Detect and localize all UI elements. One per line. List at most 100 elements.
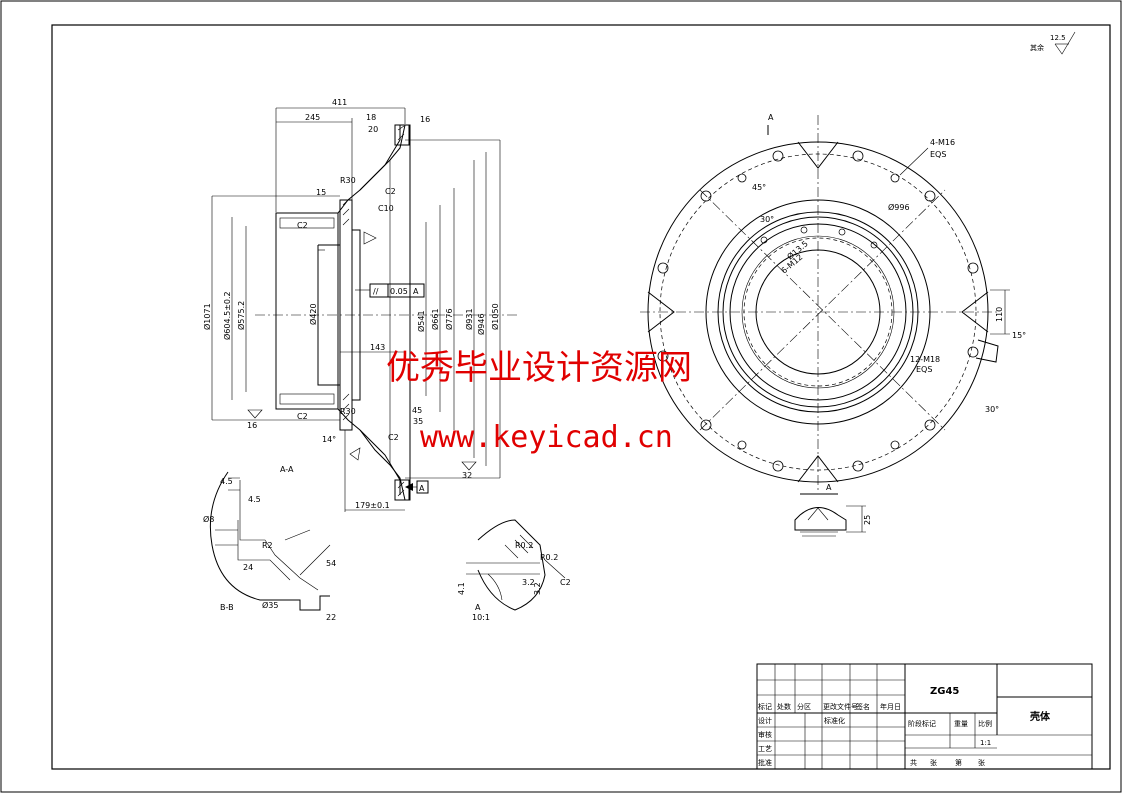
dim-d1050: Ø1050 [490,303,500,330]
callout-30b: 30° [985,405,999,414]
dim-245: 245 [305,113,320,122]
detail-a: 3.2 R0.2 R0.2 C2 4.1 3.2 A 10:1 [457,519,571,622]
svg-text:年月日: 年月日 [880,702,901,711]
svg-text:54: 54 [326,559,336,568]
finish-value: 12.5 [1050,34,1066,42]
svg-text:3.2: 3.2 [522,578,535,587]
callout-eqs2: EQS [916,365,932,374]
callout-25: 25 [863,515,872,525]
dim-c10: C10 [378,204,394,213]
svg-text:22: 22 [326,613,336,622]
part-name: 壳体 [1029,710,1051,723]
dim-c2-a: C2 [385,187,396,196]
svg-text:R0.2: R0.2 [540,553,558,562]
svg-text://: // [373,287,379,296]
svg-text:3.2: 3.2 [533,582,542,595]
watermark-url: www.keyicad.cn [420,420,673,455]
dim-411: 411 [332,98,347,107]
callout-12m18: 12-M18 [910,355,940,364]
svg-text:4.5: 4.5 [220,477,233,486]
dim-179: 179±0.1 [355,501,390,510]
dim-c2-d: C2 [388,433,399,442]
svg-text:张: 张 [930,758,937,767]
callout-d996: Ø996 [888,202,910,212]
svg-text:重量: 重量 [954,720,968,728]
svg-text:C2: C2 [560,578,571,587]
material: ZG45 [930,686,959,697]
watermark-cn: 优秀毕业设计资源网 [386,348,692,388]
svg-text:共: 共 [910,758,917,767]
svg-text:更改文件号: 更改文件号 [823,702,858,711]
svg-text:4.1: 4.1 [457,582,466,595]
dim-r30: R30 [340,176,356,185]
svg-text:R0.2: R0.2 [515,541,533,550]
section-mark-bottom: A [826,483,832,492]
dim-15: 15 [316,188,326,197]
dim-d604: Ø604.5±0.2 [222,291,232,340]
svg-text:标准化: 标准化 [824,716,845,725]
detail-b-b: A-A 4.5 4.5 24 Ø8 R2 54 22 Ø35 B-B [203,465,336,622]
svg-text:Ø35: Ø35 [262,600,278,610]
dim-16: 16 [420,115,430,124]
dim-45: 45 [412,406,422,415]
svg-text:A: A [419,484,425,493]
section-mark-top: A [768,113,774,122]
callout-45: 45° [752,183,766,192]
svg-text:张: 张 [978,758,985,767]
svg-text:4.5: 4.5 [248,495,261,504]
svg-text:比例: 比例 [978,719,992,728]
datum-a: A [405,480,429,494]
dim-18: 18 [366,113,376,122]
svg-text:设计: 设计 [758,716,772,725]
callout-15: 15° [1012,331,1026,340]
dim-d541: Ø541 [416,310,426,332]
dim-35: 35 [413,417,423,426]
svg-text:处数: 处数 [777,702,791,711]
dim-d575: Ø575.2 [236,301,246,330]
dim-d946: Ø946 [476,313,486,335]
svg-text:0.05: 0.05 [390,287,408,296]
svg-text:签名: 签名 [856,702,870,711]
svg-text:A: A [413,287,419,296]
svg-text:R2: R2 [262,541,273,550]
drawing-frame [51,24,1111,770]
callout-4m16: 4-M16 [930,138,955,147]
dim-r30-b: R30 [340,407,356,416]
dim-20: 20 [368,125,378,134]
callout-30a: 30° [760,215,774,224]
dim-32: 32 [462,471,472,480]
callout-eqs1: EQS [930,150,946,159]
dim-143: 143 [370,343,385,352]
dim-c2-c: C2 [297,412,308,421]
svg-text:标记: 标记 [758,702,772,711]
dim-d661: Ø661 [430,308,440,330]
svg-text:阶段标记: 阶段标记 [908,719,936,728]
svg-text:分区: 分区 [797,702,811,711]
label-a-detail: A [475,603,481,612]
dim-d420: Ø420 [308,303,318,325]
dim-14deg: 14° [322,435,336,444]
svg-text:24: 24 [243,563,253,572]
tolerance-frame: // 0.05 A [355,283,425,298]
outer-bolt-holes [657,150,979,472]
callout-110: 110 [995,307,1004,322]
svg-text:审核: 审核 [758,730,772,739]
svg-text:批准: 批准 [758,758,772,767]
svg-text:Ø8: Ø8 [203,514,214,524]
dim-16b: 16 [247,421,257,430]
finish-note: 其余 [1030,43,1044,52]
dim-d776: Ø776 [444,308,454,330]
surface-finish-symbol: 其余 12.5 [1030,31,1076,55]
dim-c2-b: C2 [297,221,308,230]
svg-text:工艺: 工艺 [758,745,772,753]
section-view: 411 245 18 20 16 15 R30 C2 C10 C2 C2 Ø10… [202,98,520,512]
title-block: ZG45 壳体 标记 处数 分区 更改文件号 签名 年月日 设计 标准化 审核 … [756,663,1093,770]
svg-text:第: 第 [955,758,962,767]
label-a-a: A-A [280,465,294,474]
label-b-b: B-B [220,603,234,612]
label-scale: 10:1 [472,613,490,622]
dim-d1071: Ø1071 [202,303,212,330]
dim-d931: Ø931 [464,308,474,330]
